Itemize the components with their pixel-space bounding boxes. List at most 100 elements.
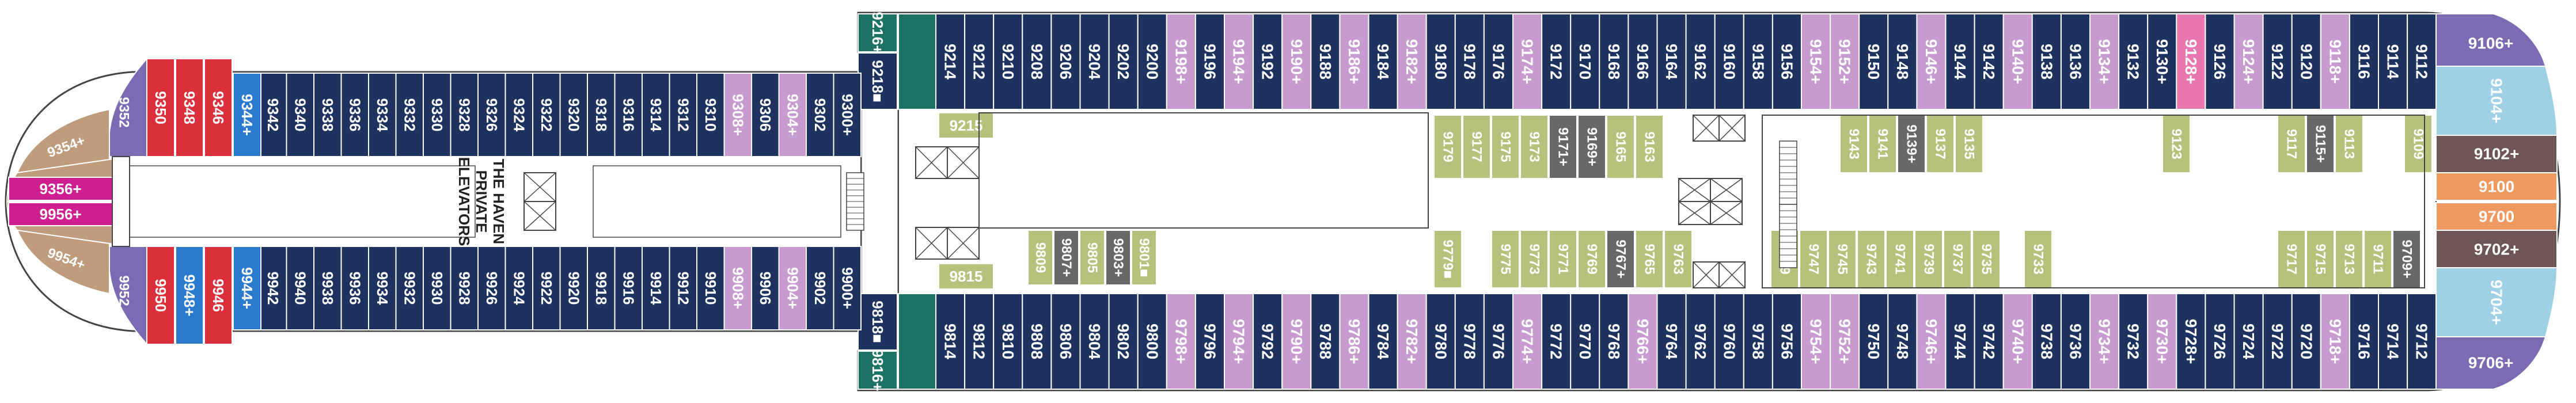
cabin-9173[interactable]: 9173 (1520, 115, 1549, 179)
cabin-9816[interactable]: 9816+ (858, 349, 898, 391)
cabin-9336[interactable]: 9336 (340, 73, 369, 157)
cabin-9760[interactable]: 9760 (1714, 293, 1744, 390)
cabin-9726[interactable]: 9726 (2205, 293, 2235, 390)
cabin-9150[interactable]: 9150 (1858, 13, 1889, 110)
cabin-9770[interactable]: 9770 (1570, 293, 1600, 390)
cabin-9713[interactable]: 9713 (2335, 230, 2363, 288)
cabin-9804[interactable]: 9804 (1079, 293, 1110, 390)
cabin-9810[interactable]: 9810 (993, 293, 1023, 390)
cabin-9140[interactable]: 9140+ (2002, 13, 2033, 110)
cabin-9186[interactable]: 9186+ (1339, 13, 1369, 110)
cabin-9212[interactable]: 9212 (964, 13, 995, 110)
cabin-9314[interactable]: 9314 (642, 73, 670, 157)
cabin-9200[interactable]: 9200 (1137, 13, 1167, 110)
cabin-9704[interactable]: 9704+ (2435, 267, 2558, 337)
cabin-9208[interactable]: 9208 (1022, 13, 1052, 110)
cabin-9328[interactable]: 9328 (450, 73, 479, 157)
cabin-9926[interactable]: 9926 (477, 246, 506, 330)
cabin-9202[interactable]: 9202 (1108, 13, 1139, 110)
cabin-9747[interactable]: 9747 (1799, 230, 1828, 288)
cabin-9112[interactable]: 9112 (2407, 13, 2437, 110)
cabin-9148[interactable]: 9148 (1887, 13, 1918, 110)
cabin-9143[interactable]: 9143 (1839, 115, 1868, 173)
cabin-9776[interactable]: 9776 (1483, 293, 1513, 390)
cabin-9158[interactable]: 9158 (1743, 13, 1773, 110)
cabin-9154[interactable]: 9154+ (1801, 13, 1831, 110)
cabin-9318[interactable]: 9318 (587, 73, 616, 157)
cabin-9733[interactable]: 9733 (2024, 230, 2053, 288)
cabin-9709[interactable]: 9709+ (2392, 230, 2421, 288)
cabin-9137[interactable]: 9137 (1926, 115, 1955, 173)
cabin-9123[interactable]: 9123 (2162, 115, 2191, 173)
cabin-9134[interactable]: 9134+ (2089, 13, 2120, 110)
cabin-9924[interactable]: 9924 (504, 246, 533, 330)
cabin-9190[interactable]: 9190+ (1281, 13, 1312, 110)
cabin-9798[interactable]: 9798+ (1166, 293, 1196, 390)
cabin-9734[interactable]: 9734+ (2089, 293, 2120, 390)
cabin-9786[interactable]: 9786+ (1339, 293, 1369, 390)
cabin-9120[interactable]: 9120 (2291, 13, 2321, 110)
cabin-9164[interactable]: 9164 (1656, 13, 1687, 110)
cabin-9764[interactable]: 9764 (1656, 293, 1687, 390)
cabin-9115[interactable]: 9115+ (2306, 115, 2335, 173)
cabin-9954[interactable]: 9954+ (16, 230, 110, 295)
cabin-9802[interactable]: 9802 (1108, 293, 1139, 390)
cabin-9724[interactable]: 9724 (2233, 293, 2264, 390)
cabin-9306[interactable]: 9306 (751, 73, 780, 157)
cabin-9738[interactable]: 9738 (2031, 293, 2062, 390)
cabin-9784[interactable]: 9784 (1368, 293, 1398, 390)
cabin-9102[interactable]: 9102+ (2435, 135, 2558, 173)
cabin-9216[interactable]: 9216+ (858, 12, 898, 54)
cabin-9735[interactable]: 9735 (1972, 230, 2001, 288)
cabin-9302[interactable]: 9302 (806, 73, 834, 157)
cabin-9168[interactable]: 9168 (1599, 13, 1629, 110)
cabin-9944[interactable]: 9944+ (233, 246, 261, 330)
cabin-9940[interactable]: 9940 (286, 246, 314, 330)
cabin-9806[interactable]: 9806 (1050, 293, 1081, 390)
cabin-9773[interactable]: 9773 (1520, 230, 1549, 288)
cabin-9146[interactable]: 9146+ (1916, 13, 1947, 110)
cabin-9192[interactable]: 9192 (1253, 13, 1283, 110)
cabin-9938[interactable]: 9938 (313, 246, 342, 330)
cabin-9728[interactable]: 9728+ (2176, 293, 2206, 390)
cabin-9165[interactable]: 9165 (1606, 115, 1635, 179)
cabin-9356[interactable]: 9356+ (8, 177, 113, 201)
cabin-9902[interactable]: 9902 (806, 246, 834, 330)
cabin-9171[interactable]: 9171+ (1549, 115, 1577, 179)
cabin-9330[interactable]: 9330 (423, 73, 452, 157)
cabin-9908[interactable]: 9908+ (723, 246, 752, 330)
cabin-9122[interactable]: 9122 (2262, 13, 2293, 110)
cabin-9772[interactable]: 9772 (1541, 293, 1572, 390)
cabin-9338[interactable]: 9338 (313, 73, 342, 157)
cabin-9218[interactable]: 9218■ (858, 52, 898, 110)
cabin-9194[interactable]: 9194+ (1224, 13, 1254, 110)
cabin-9334[interactable]: 9334 (368, 73, 397, 157)
cabin-9715[interactable]: 9715 (2306, 230, 2335, 288)
cabin-9170[interactable]: 9170 (1570, 13, 1600, 110)
cabin-9100[interactable]: 9100 (2435, 172, 2558, 201)
cabin-9928[interactable]: 9928 (450, 246, 479, 330)
cabin-9739[interactable]: 9739 (1914, 230, 1943, 288)
cabin-9916[interactable]: 9916 (614, 246, 643, 330)
cabin-9141[interactable]: 9141 (1868, 115, 1897, 173)
cabin-9743[interactable]: 9743 (1857, 230, 1885, 288)
cabin-9904[interactable]: 9904+ (778, 246, 807, 330)
cabin-9752[interactable]: 9752+ (1830, 293, 1860, 390)
cabin-9767[interactable]: 9767+ (1606, 230, 1635, 288)
cabin-9900[interactable]: 9900+ (833, 246, 862, 330)
cabin-9952[interactable]: 9952 (108, 246, 147, 346)
cabin-9350[interactable]: 9350 (146, 58, 175, 157)
cabin-9779[interactable]: 9779■ (1433, 230, 1462, 288)
cabin-9775[interactable]: 9775 (1491, 230, 1520, 288)
cabin-9788[interactable]: 9788 (1310, 293, 1341, 390)
cabin-9790[interactable]: 9790+ (1281, 293, 1312, 390)
cabin-9176[interactable]: 9176 (1483, 13, 1513, 110)
cabin-9706[interactable]: 9706+ (2435, 336, 2547, 390)
cabin-9800[interactable]: 9800 (1137, 293, 1167, 390)
cabin-9702[interactable]: 9702+ (2435, 230, 2558, 268)
cabin-9906[interactable]: 9906 (751, 246, 780, 330)
cabin-9740[interactable]: 9740+ (2002, 293, 2033, 390)
cabin-9206[interactable]: 9206 (1050, 13, 1081, 110)
cabin-9922[interactable]: 9922 (532, 246, 561, 330)
cabin-9196[interactable]: 9196 (1194, 13, 1225, 110)
